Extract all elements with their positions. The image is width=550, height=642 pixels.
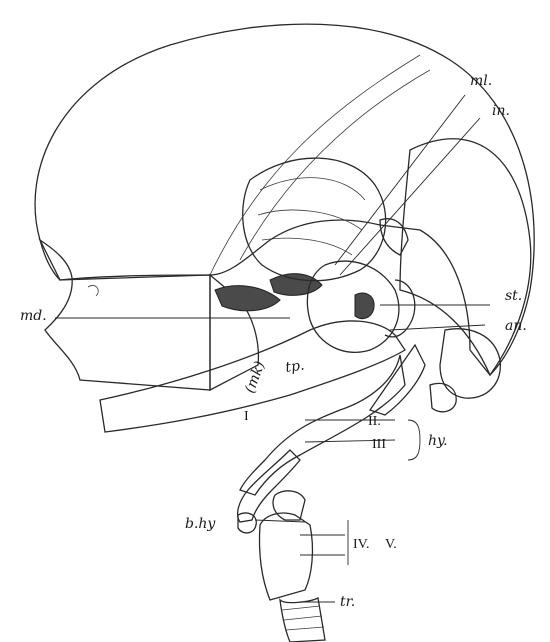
label-an: an. bbox=[505, 318, 527, 334]
occipital-region bbox=[400, 139, 531, 375]
lower-arches bbox=[238, 450, 305, 522]
cranium bbox=[35, 24, 534, 375]
label-bhy: b.hy bbox=[185, 516, 216, 532]
label-roman-i: I bbox=[244, 409, 249, 424]
labels: ml. in. st. an. md. tp. I (mk) II. III h… bbox=[20, 73, 527, 610]
trachea bbox=[280, 598, 325, 642]
larynx bbox=[238, 513, 312, 600]
otic-knob bbox=[430, 329, 500, 412]
label-in: in. bbox=[492, 103, 510, 119]
label-tp: tp. bbox=[284, 357, 305, 375]
label-roman-iv: IV. bbox=[353, 537, 369, 552]
label-roman-ii: II. bbox=[368, 414, 381, 429]
label-roman-iii: III bbox=[372, 437, 386, 452]
label-roman-v: V. bbox=[385, 537, 397, 552]
label-mk: (mk) bbox=[242, 359, 268, 395]
label-st: st. bbox=[505, 288, 522, 304]
leader-lines bbox=[55, 95, 490, 602]
label-md: md. bbox=[20, 308, 47, 324]
label-ml: ml. bbox=[470, 73, 492, 89]
label-tr: tr. bbox=[340, 594, 355, 610]
label-hy: hy. bbox=[428, 433, 448, 449]
tympanic-area bbox=[380, 219, 408, 255]
face-profile bbox=[40, 240, 210, 390]
